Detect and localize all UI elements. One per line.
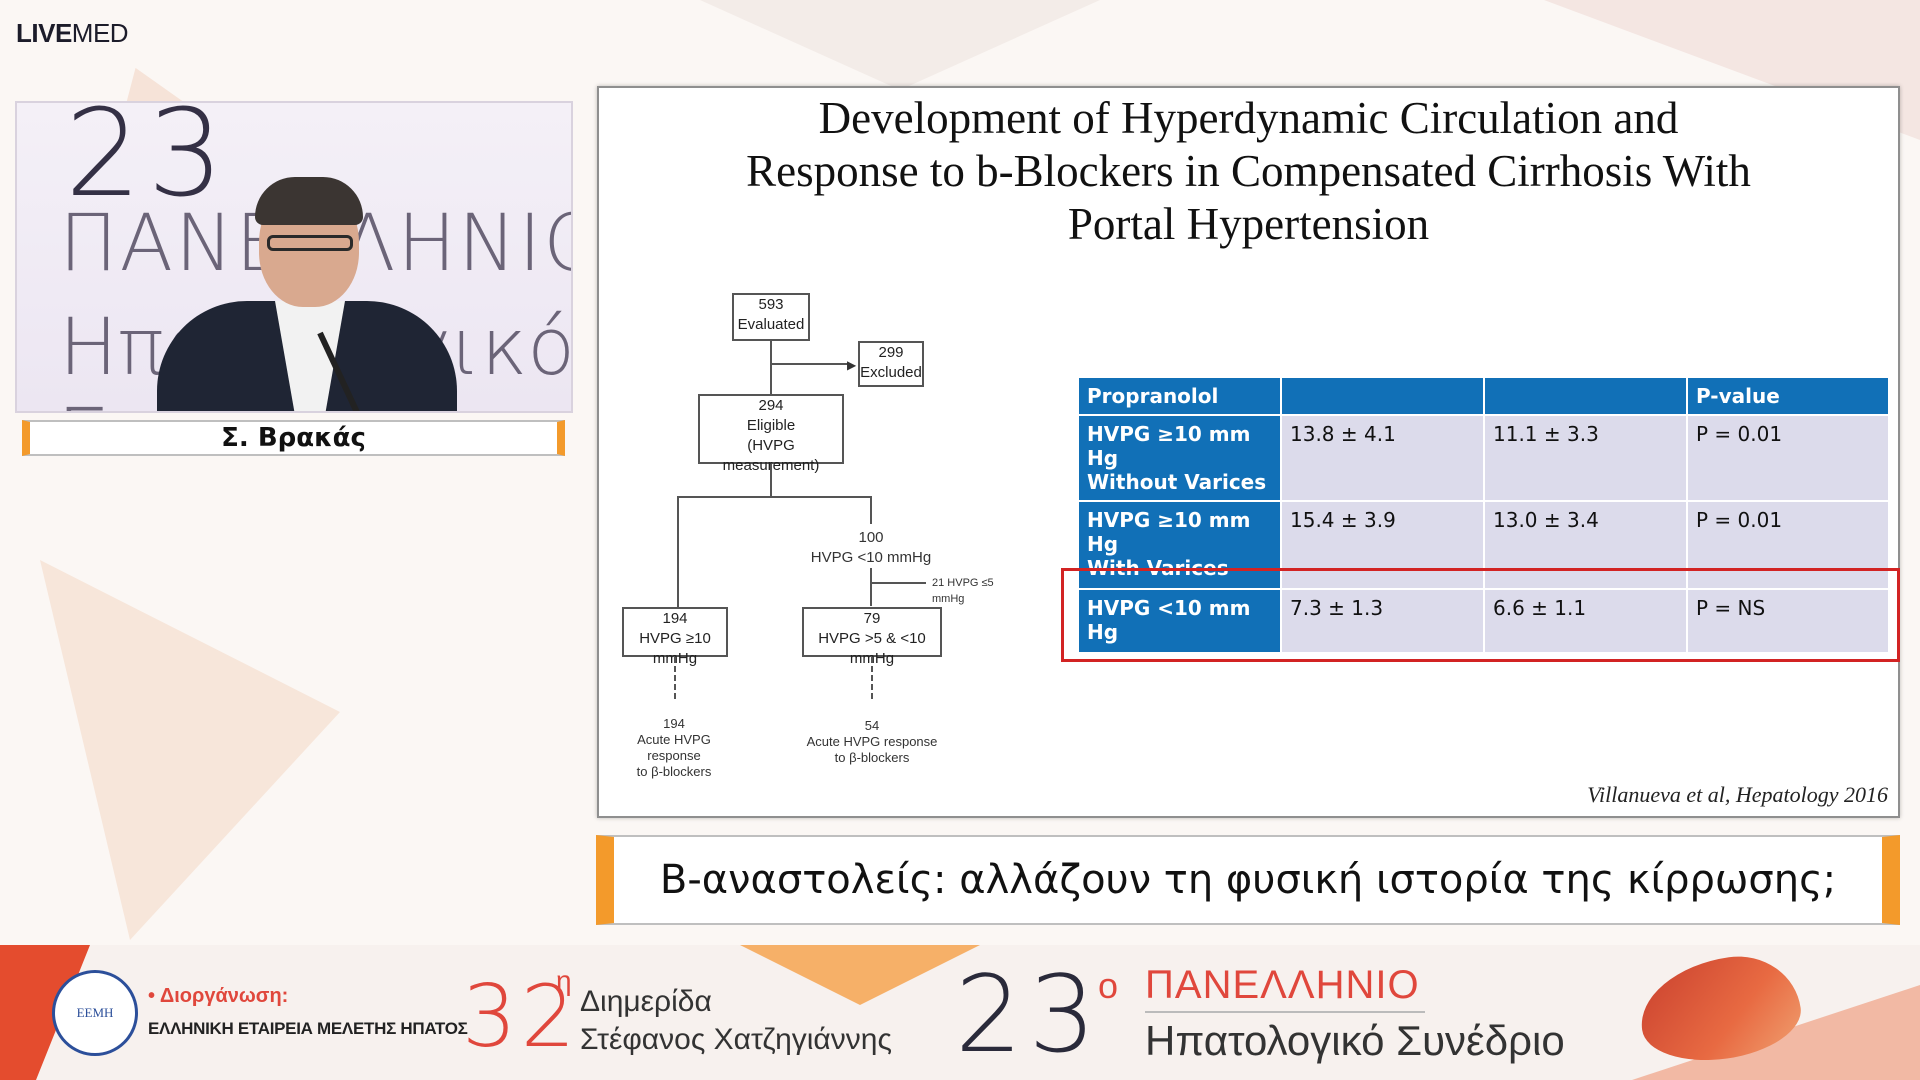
society-logo-icon: ΕΕΜΗ <box>52 970 138 1056</box>
event-footer: ΕΕΜΗ • Διοργάνωση: ΕΛΛΗΝΙΚΗ ΕΤΑΙΡΕΙΑ ΜΕΛ… <box>0 945 1920 1080</box>
presentation-slide: Development of Hyperdynamic Circulation … <box>597 86 1900 818</box>
event-number-32: 32 <box>462 967 580 1067</box>
event-title-congress: Ηπατολογικό Συνέδριο <box>1145 1017 1565 1064</box>
speaker-nameplate: Σ. Βρακάς <box>22 420 565 456</box>
event-title-panhellenic: ΠΑΝΕΛΛΗΝΙΟ <box>1145 963 1420 1007</box>
slide-citation: Villanueva et al, Hepatology 2016 <box>1587 782 1888 807</box>
background-shape <box>40 560 340 940</box>
livemed-logo: LIVEMED <box>16 18 129 48</box>
flow-side-note: 21 HVPG ≤5 mmHg <box>932 577 994 605</box>
organizer-label: • Διοργάνωση: <box>148 985 289 1007</box>
speaker-video: 23 ΠΑΝΕΛΛΗΝΙΟ Ηπατολογικό Συ <box>15 101 573 413</box>
highlight-box <box>1061 568 1900 662</box>
event-subtitle: Διημερίδα <box>580 985 712 1018</box>
organizer-name: ΕΛΛΗΝΙΚΗ ΕΤΑΙΡΕΙΑ ΜΕΛΕΤΗΣ ΗΠΑΤΟΣ <box>148 1019 468 1038</box>
event-number-23: 23 <box>955 953 1102 1076</box>
table-header-row: Propranolol P-value <box>1077 376 1890 416</box>
speaker-figure <box>157 177 457 411</box>
slide-title: Development of Hyperdynamic Circulation … <box>746 93 1751 249</box>
table-row-highlighted: HVPG <10 mm Hg 7.3 ± 1.3 6.6 ± 1.1 P = N… <box>1077 588 1890 654</box>
video-backdrop-number: 23 <box>65 101 230 224</box>
talk-caption: Β-αναστολείς: αλλάζουν τη φυσική ιστορία… <box>596 835 1900 925</box>
event-honoree: Στέφανος Χατζηγιάννης <box>580 1023 892 1056</box>
background-shape <box>700 0 1100 90</box>
